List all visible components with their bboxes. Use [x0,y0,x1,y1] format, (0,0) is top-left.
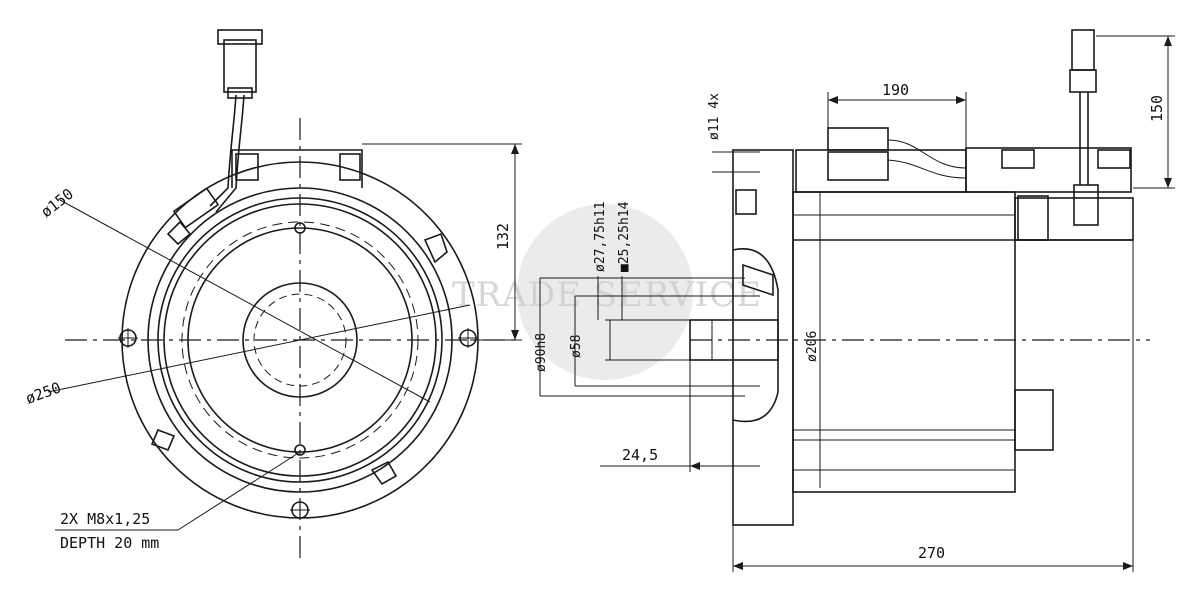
label-d27: ø27,75h11 [593,202,608,272]
housing-lugs [150,220,448,486]
label-150: 150 [1148,95,1166,122]
flange-mounting-holes [118,222,478,520]
side-terminal-block [795,149,967,193]
side-view: ø11 4x 190 150 ø27,75h11 ■25,25h14 ø90h8… [534,29,1175,572]
shaft [689,319,779,361]
watermark-circle [517,204,693,380]
side-flange [732,149,794,526]
cable-connector-side [1017,29,1099,241]
front-view: ø150 ø250 2X M8x1,25 DEPTH 20 mm 132 [23,29,522,560]
housing-ring-3 [163,203,437,477]
label-132: 132 [494,223,512,250]
side-rear-boss [1014,389,1054,451]
watermark: TRADE SERVICE [452,204,762,380]
threaded-hole-bottom [294,444,306,456]
label-d250: ø250 [23,378,63,407]
watermark-text: TRADE SERVICE [452,275,762,315]
terminal-box-front [231,149,363,188]
spline-circle-dashed [253,293,347,387]
label-d58: ø58 [569,335,584,358]
label-d90: ø90h8 [534,333,549,372]
label-depth: DEPTH 20 mm [60,534,159,552]
bolt-circle-dashed [181,221,419,459]
label-thread: 2X M8x1,25 [60,510,150,528]
label-270: 270 [918,544,945,562]
leader-d250 [47,304,471,393]
label-190: 190 [882,81,909,99]
leader-d150 [59,199,431,403]
housing-ring-2 [157,197,443,483]
label-d206: ø206 [805,331,820,362]
label-d11: ø11 4x [707,93,722,140]
label-d25: ■25,25h14 [617,201,632,272]
cable-connector-front [172,29,263,229]
label-24-5: 24,5 [622,446,658,464]
label-d150: ø150 [37,185,77,221]
threaded-hole-top [294,222,306,234]
connector-body [223,39,257,93]
leader-thread [177,451,301,531]
housing-ring-1 [147,187,453,493]
inner-circle-58 [242,282,358,398]
side-motor-body [792,191,1016,493]
